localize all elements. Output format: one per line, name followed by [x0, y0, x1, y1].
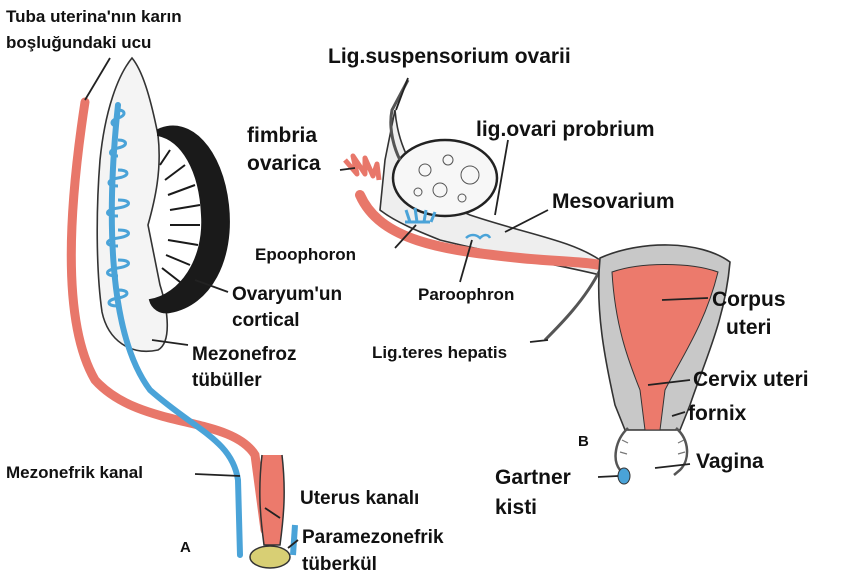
label-paramezonefrik-line2: tüberkül: [302, 554, 377, 575]
label-lig-ovari: lig.ovari probrium: [476, 118, 655, 141]
label-paramezonefrik-line1: Paramezonefrik: [302, 527, 444, 548]
label-epoophoron: Epoophoron: [255, 245, 356, 264]
vagina-rugae: [620, 440, 685, 454]
label-mesovarium: Mesovarium: [552, 190, 675, 213]
label-fimbria-line2: ovarica: [247, 152, 321, 175]
vagina: [616, 428, 687, 475]
label-ovaryum-line2: cortical: [232, 310, 300, 331]
gartner-cyst: [618, 468, 630, 484]
label-uterus-kanali: Uterus kanalı: [300, 488, 419, 509]
uterine-canal: [260, 455, 284, 545]
label-gartner-line2: kisti: [495, 496, 537, 519]
label-corpus-line2: uteri: [726, 316, 772, 339]
label-vagina: Vagina: [696, 450, 764, 473]
label-mezonefroz-line2: tübüller: [192, 370, 262, 391]
label-mezonefroz-line1: Mezonefroz: [192, 344, 297, 365]
label-tuba-line2: boşluğundaki ucu: [6, 33, 151, 52]
label-fimbria-line1: fimbria: [247, 124, 317, 147]
mesonephric-duct-contralateral: [293, 525, 295, 555]
label-fornix: fornix: [688, 402, 747, 425]
paramesonephric-tubercle: [250, 546, 290, 568]
label-paroophron: Paroophron: [418, 285, 514, 304]
ovary-cortex: [150, 127, 229, 313]
label-lig-teres: Lig.teres hepatis: [372, 343, 507, 362]
round-ligament: [545, 270, 600, 340]
panel-label-a: A: [180, 539, 191, 556]
label-cervix: Cervix uteri: [693, 368, 809, 391]
panel-label-b: B: [578, 433, 589, 450]
label-ovaryum-line1: Ovaryum'un: [232, 284, 342, 305]
ovary: [393, 140, 497, 216]
label-lig-suspensorium: Lig.suspensorium ovarii: [328, 45, 571, 68]
label-gartner-line1: Gartner: [495, 466, 571, 489]
label-tuba-line1: Tuba uterina'nın karın: [6, 7, 182, 26]
label-mezonefrik-kanal: Mezonefrik kanal: [6, 463, 143, 482]
label-corpus-line1: Corpus: [712, 288, 786, 311]
